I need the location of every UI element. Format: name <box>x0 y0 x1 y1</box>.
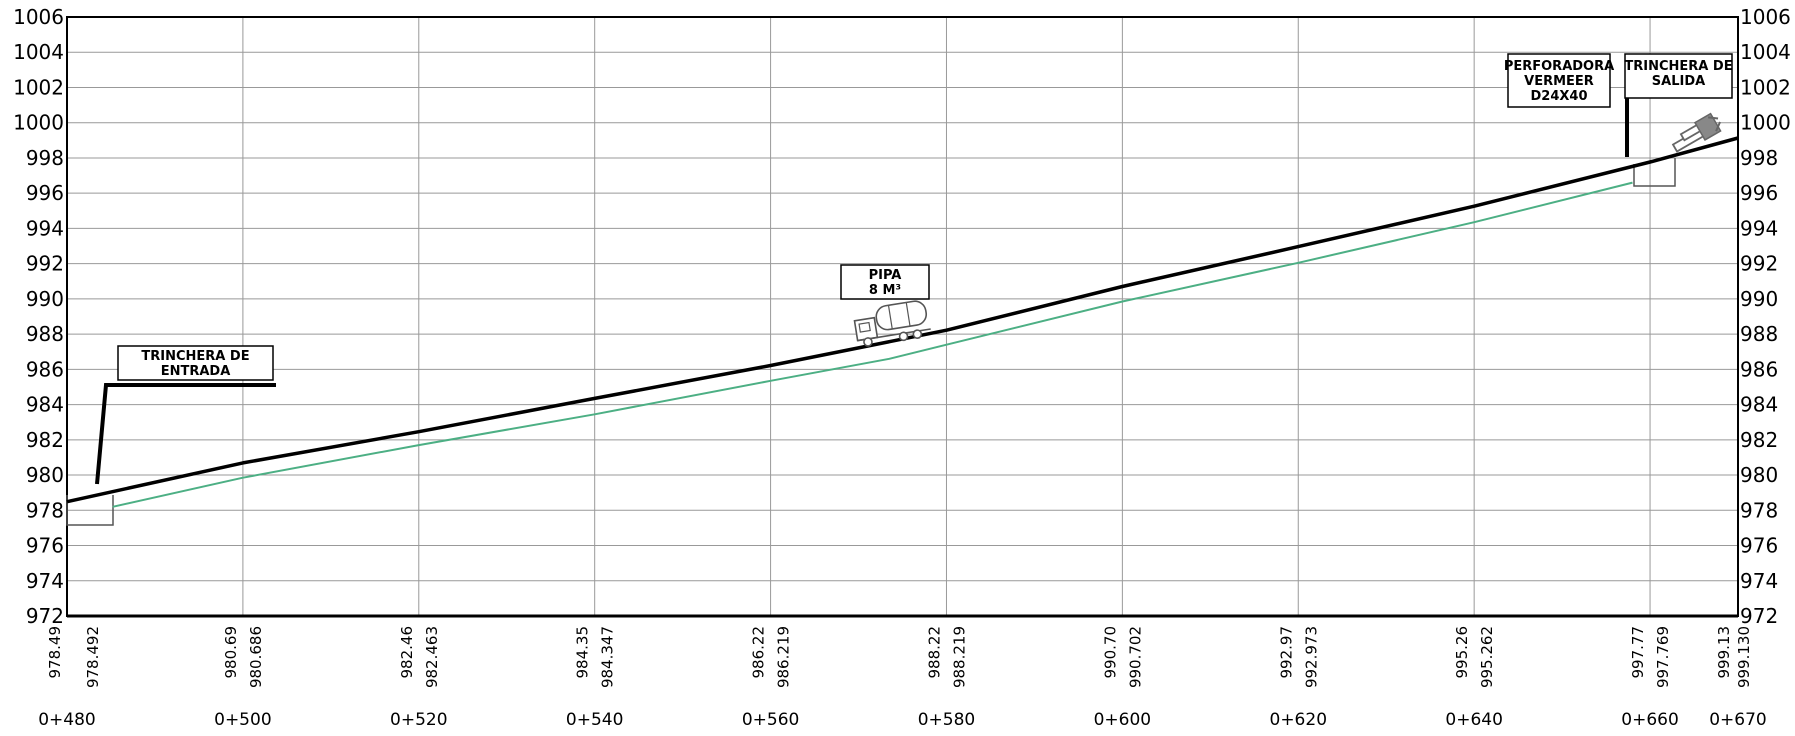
elevation-design-label: 992.973 <box>1302 626 1320 688</box>
y-tick-label-right: 974 <box>1740 569 1778 593</box>
y-tick-label-right: 976 <box>1740 534 1778 558</box>
drill-rig-icon <box>1671 112 1722 153</box>
elevation-labels: 978.49 978.492 980.69 980.686 982.46 982.463 9… <box>46 626 1753 688</box>
elevation-design-label: 995.262 <box>1478 626 1496 688</box>
annotation-line: ENTRADA <box>161 364 231 379</box>
y-tick-label-left: 998 <box>26 146 64 170</box>
elevation-design-label: 978.492 <box>84 626 102 688</box>
entry-trench-box <box>66 495 114 526</box>
station-label: 0+500 <box>214 710 272 730</box>
elevation-design-label: 986.219 <box>775 626 793 688</box>
y-tick-label-right: 1004 <box>1740 40 1791 64</box>
y-tick-label-right: 972 <box>1740 604 1778 628</box>
elevation-ground-label: 986.22 <box>750 626 768 679</box>
annotation-trinchera-salida: TRINCHERA DE SALIDA <box>1624 53 1733 99</box>
y-tick-label-right: 996 <box>1740 181 1778 205</box>
entry-trench-leader <box>95 383 276 485</box>
exit-trench-box <box>1633 158 1676 187</box>
elevation-ground-label: 978.49 <box>46 626 64 679</box>
elevation-ground-label: 997.77 <box>1629 626 1647 679</box>
y-tick-label-right: 978 <box>1740 498 1778 522</box>
annotation-line: TRINCHERA DE <box>141 349 249 364</box>
y-tick-label-right: 990 <box>1740 287 1778 311</box>
station-label: 0+620 <box>1270 710 1328 730</box>
y-tick-label-left: 988 <box>26 322 64 346</box>
y-axis-left: 1006 1004 1002 1000 998 996 994 992 990 988 986 984… <box>13 5 64 628</box>
elevation-design-label: 990.702 <box>1126 626 1144 688</box>
y-tick-label-right: 982 <box>1740 428 1778 452</box>
annotation-line: TRINCHERA DE <box>1624 59 1732 74</box>
y-tick-label-left: 976 <box>26 534 64 558</box>
annotation-trinchera-entrada: TRINCHERA DE ENTRADA <box>117 345 274 381</box>
annotation-line: 8 M³ <box>869 283 901 298</box>
y-tick-label-right: 1000 <box>1740 111 1791 135</box>
elevation-design-label: 984.347 <box>599 626 617 688</box>
annotation-line: D24X40 <box>1531 89 1588 104</box>
elevation-design-label: 988.219 <box>950 626 968 688</box>
y-tick-label-left: 1000 <box>13 111 64 135</box>
station-label: 0+480 <box>38 710 96 730</box>
elevation-ground-label: 980.69 <box>222 626 240 679</box>
station-label: 0+580 <box>918 710 976 730</box>
station-label: 0+520 <box>390 710 448 730</box>
y-tick-label-left: 980 <box>26 463 64 487</box>
y-tick-label-right: 988 <box>1740 322 1778 346</box>
y-tick-label-left: 992 <box>26 252 64 276</box>
y-tick-label-right: 986 <box>1740 357 1778 381</box>
elevation-design-label: 997.769 <box>1654 626 1672 688</box>
elevation-ground-label: 990.70 <box>1101 626 1119 679</box>
ground-profile-line <box>66 136 1739 504</box>
elevation-ground-label: 984.35 <box>574 626 592 679</box>
y-tick-label-right: 998 <box>1740 146 1778 170</box>
y-tick-label-right: 980 <box>1740 463 1778 487</box>
plot-frame <box>66 16 1739 618</box>
elevation-design-label: 982.463 <box>423 626 441 688</box>
y-tick-label-left: 1002 <box>13 75 64 99</box>
y-tick-label-right: 1002 <box>1740 75 1791 99</box>
elevation-ground-label: 992.97 <box>1277 626 1295 679</box>
water-truck-icon <box>853 300 931 347</box>
annotation-line: SALIDA <box>1652 74 1705 89</box>
y-tick-label-left: 994 <box>26 216 64 240</box>
station-label: 0+670 <box>1709 710 1767 730</box>
y-tick-label-left: 990 <box>26 287 64 311</box>
station-label: 0+640 <box>1445 710 1503 730</box>
annotation-line: VERMEER <box>1524 74 1594 89</box>
y-tick-label-left: 972 <box>26 604 64 628</box>
y-tick-label-right: 1006 <box>1740 5 1791 29</box>
y-tick-label-left: 1004 <box>13 40 64 64</box>
elevation-ground-label: 995.26 <box>1453 626 1471 679</box>
elevation-ground-label: 999.13 <box>1715 626 1733 679</box>
y-tick-label-right: 994 <box>1740 216 1778 240</box>
elevation-ground-label: 988.22 <box>925 626 943 679</box>
annotation-line: PERFORADORA <box>1504 59 1614 74</box>
y-tick-label-right: 984 <box>1740 393 1778 417</box>
y-tick-label-left: 974 <box>26 569 64 593</box>
y-tick-label-left: 982 <box>26 428 64 452</box>
bore-path-line <box>112 181 1633 508</box>
station-label: 0+600 <box>1094 710 1152 730</box>
elevation-design-label: 980.686 <box>247 626 265 688</box>
profile-series <box>66 136 1739 508</box>
station-label: 0+540 <box>566 710 624 730</box>
annotation-line: PIPA <box>869 268 902 283</box>
y-tick-label-right: 992 <box>1740 252 1778 276</box>
y-tick-label-left: 996 <box>26 181 64 205</box>
y-tick-label-left: 986 <box>26 357 64 381</box>
station-labels: 0+480 0+500 0+520 0+540 0+560 0+580 0+600 0+620… <box>38 710 1767 730</box>
elevation-ground-label: 982.46 <box>398 626 416 679</box>
y-tick-label-left: 984 <box>26 393 64 417</box>
y-tick-label-left: 1006 <box>13 5 64 29</box>
station-label: 0+660 <box>1621 710 1679 730</box>
annotation-perforadora: PERFORADORA VERMEER D24X40 <box>1504 53 1614 108</box>
elevation-design-label: 999.130 <box>1735 626 1753 688</box>
y-tick-label-left: 978 <box>26 498 64 522</box>
station-label: 0+560 <box>742 710 800 730</box>
annotation-pipa: PIPA 8 M³ <box>840 264 930 300</box>
y-axis-right: 1006 1004 1002 1000 998 996 994 992 990 988 986 984… <box>1740 5 1791 628</box>
